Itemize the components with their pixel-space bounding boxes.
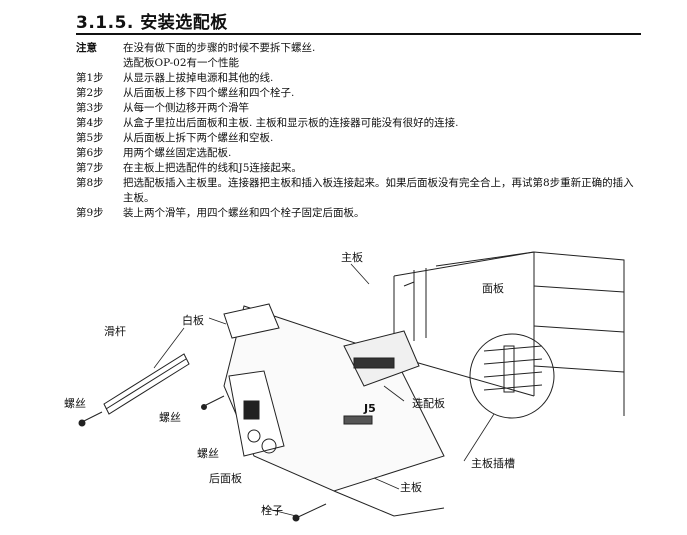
note-text-2: 选配板OP-02有一个性能 [123, 57, 240, 69]
step-row: 第4步 从盒子里拉出后面板和主板. 主板和显示板的连接器可能没有很好的连接. [76, 116, 643, 131]
step-row: 第8步 把选配板插入主板里。连接器把主板和插入板连接起来。如果后面板没有完全合上… [76, 176, 643, 206]
step-row: 第1步 从显示器上拔掉电源和其他的线. [76, 71, 643, 86]
step-row: 第5步 从后面板上拆下两个螺丝和空板. [76, 131, 643, 146]
step-row: 第9步 装上两个滑竿，用四个螺丝和四个栓子固定后面板。 [76, 206, 643, 221]
step-label: 第4步 [76, 117, 104, 129]
label-main-board-bottom: 主板 [400, 481, 422, 494]
step-text: 从后面板上拆下两个螺丝和空板. [123, 132, 274, 144]
step-text: 在主板上把选配件的线和J5连接起来。 [123, 162, 302, 174]
label-screw-left: 螺丝 [64, 397, 86, 410]
note-text: 在没有做下面的步骤的时候不要拆下螺丝. [123, 42, 316, 54]
step-label: 第6步 [76, 147, 104, 159]
rear-panel-jack [261, 438, 277, 454]
step-row: 第7步 在主板上把选配件的线和J5连接起来。 [76, 161, 643, 176]
label-main-board-top: 主板 [341, 251, 363, 264]
rear-panel-knob [247, 429, 261, 443]
label-slide-rail: 滑杆 [104, 325, 126, 338]
label-j5: J5 [364, 402, 376, 415]
step-label: 第1步 [76, 72, 104, 84]
step-text: 从每一个侧边移开两个滑竿 [123, 102, 249, 114]
blank-plate-shape [223, 303, 280, 339]
screw-mid-shape [203, 395, 225, 407]
step-list: 注意 在没有做下面的步骤的时候不要拆下螺丝. 选配板OP-02有一个性能 第1步… [76, 41, 643, 221]
label-option-board: 选配板 [412, 397, 445, 410]
slot-detail-circle [469, 333, 555, 419]
slot-detail-lines [483, 345, 543, 393]
screw-left-shape [81, 411, 103, 423]
step-text: 从盒子里拉出后面板和主板. 主板和显示板的连接器可能没有很好的连接. [123, 117, 459, 129]
label-bolt: 栓子 [261, 504, 283, 517]
step-text: 装上两个滑竿，用四个螺丝和四个栓子固定后面板。 [123, 207, 365, 219]
step-text: 用两个螺丝固定选配板. [123, 147, 232, 159]
note-label: 注意 [76, 42, 97, 54]
step-row: 第3步 从每一个侧边移开两个滑竿 [76, 101, 643, 116]
rear-panel-port [243, 400, 260, 420]
label-screw-lower: 螺丝 [197, 447, 219, 460]
label-screw-mid: 螺丝 [159, 411, 181, 424]
step-label: 第7步 [76, 162, 104, 174]
assembly-diagram: 主板 面板 白板 滑杆 螺丝 螺丝 J5 选配板 螺丝 后面板 主板插槽 主板 … [64, 246, 644, 528]
label-front-panel: 面板 [482, 282, 504, 295]
exploded-view-drawing [78, 251, 625, 522]
step-label: 第3步 [76, 102, 104, 114]
step-label: 第9步 [76, 207, 104, 219]
heading-rule [76, 33, 641, 35]
note-row-2: 选配板OP-02有一个性能 [76, 56, 643, 71]
step-row: 第6步 用两个螺丝固定选配板. [76, 146, 643, 161]
step-text: 从显示器上拔掉电源和其他的线. [123, 72, 274, 84]
note-row: 注意 在没有做下面的步骤的时候不要拆下螺丝. [76, 41, 643, 56]
step-text: 从后面板上移下四个螺丝和四个栓子. [123, 87, 295, 99]
label-blank-plate: 白板 [182, 314, 204, 327]
step-label: 第5步 [76, 132, 104, 144]
step-row: 第2步 从后面板上移下四个螺丝和四个栓子. [76, 86, 643, 101]
label-rear-panel: 后面板 [209, 472, 242, 485]
bolt-shape [295, 503, 327, 519]
step-label: 第2步 [76, 87, 104, 99]
section-heading: 3.1.5. 安装选配板 [76, 13, 228, 33]
step-text: 把选配板插入主板里。连接器把主板和插入板连接起来。如果后面板没有完全合上，再试第… [123, 177, 634, 204]
main-board-edge [333, 490, 445, 517]
j5-connector [343, 415, 373, 425]
option-board-connector [353, 357, 395, 369]
step-label: 第8步 [76, 177, 104, 189]
label-board-slot: 主板插槽 [471, 457, 515, 470]
leader-lines [153, 263, 495, 517]
